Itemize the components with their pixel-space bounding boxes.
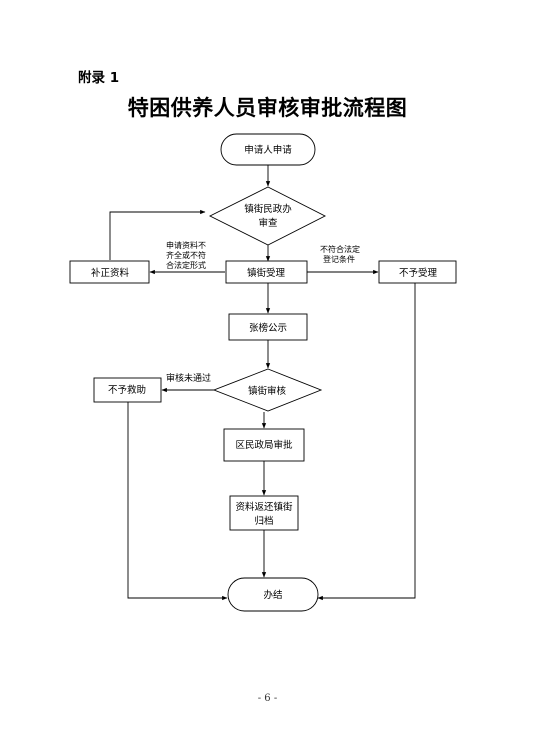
node-return-label-1: 资料返还镇街: [235, 501, 293, 513]
node-return-label-2: 归档: [254, 515, 273, 527]
node-town-accept-shape: [225, 260, 308, 284]
node-return-shape: [229, 495, 299, 531]
page-number: - 6 -: [257, 693, 278, 704]
node-no-aid-label: 不予救助: [108, 384, 146, 396]
node-town-audit-label: 镇街审核: [248, 385, 287, 397]
document-title: 特困供养人员审核审批流程图: [127, 95, 408, 120]
node-publicity-label: 张榜公示: [249, 322, 287, 334]
node-town-review-label-2: 审查: [258, 217, 278, 229]
edge-label-not-eligible-1: 不符合法定: [320, 244, 360, 254]
node-done-shape: [227, 577, 319, 612]
edge-label-incomplete-1: 申请资料不: [166, 240, 206, 250]
appendix-label: 附录 1: [78, 70, 120, 86]
node-reject-accept-shape: [378, 260, 457, 284]
edge-label-incomplete-3: 合法定形式: [166, 260, 206, 270]
node-district-approve-label: 区民政局审批: [235, 439, 293, 451]
node-town-review-shape: [208, 186, 326, 246]
node-no-aid-shape: [93, 377, 162, 403]
edge-label-not-eligible-2: 登记条件: [323, 254, 355, 264]
node-supplement-label: 补正资料: [91, 267, 130, 279]
edge-label-audit-failed: 审核未通过: [166, 372, 211, 384]
node-done-label: 办结: [263, 589, 282, 601]
node-publicity-shape: [228, 313, 308, 341]
node-reject-accept-label: 不予受理: [399, 267, 438, 279]
edge-noaid-to-done: [127, 402, 228, 601]
node-apply-shape: [220, 133, 316, 166]
edge-reject-to-done: [317, 283, 416, 601]
node-apply-label: 申请人申请: [244, 144, 292, 156]
node-town-accept-label: 镇街受理: [247, 267, 286, 279]
node-district-approve-shape: [223, 428, 305, 462]
edge-label-incomplete-2: 齐全或不符: [166, 250, 206, 260]
node-town-review-label-1: 镇街民政办: [244, 203, 292, 215]
edge-supplement-to-review: [109, 209, 206, 260]
node-town-audit-shape: [212, 368, 323, 412]
node-supplement-shape: [69, 260, 150, 284]
